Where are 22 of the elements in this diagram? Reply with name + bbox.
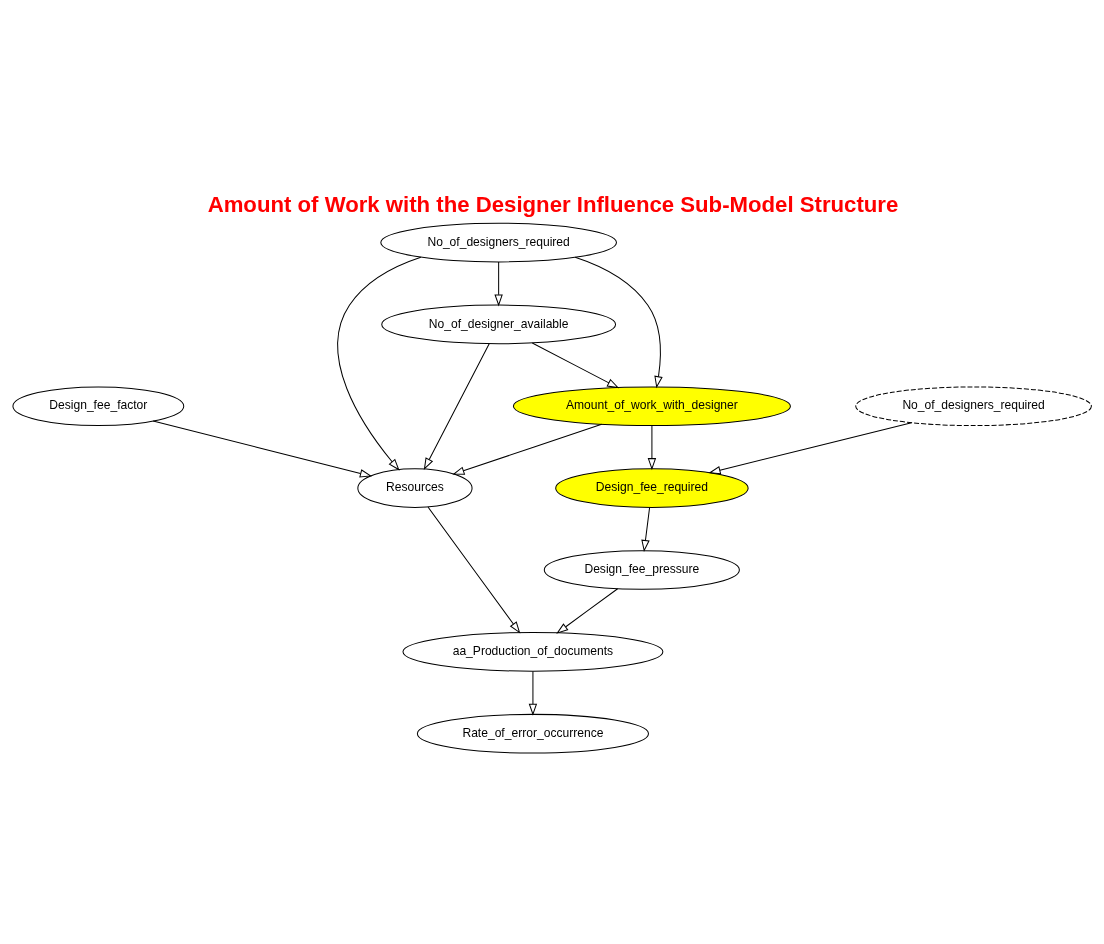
node-ellipse: Design_fee_pressure: [543, 550, 740, 590]
arrow: [337, 256, 422, 471]
arrow: [531, 342, 620, 389]
arrow: [423, 343, 490, 471]
arrow: [574, 256, 663, 389]
arrow: [427, 506, 521, 634]
arrow: [556, 588, 619, 634]
node-ellipse: No_of_designers_required: [380, 222, 617, 263]
arrow: [452, 423, 603, 475]
arrow: [641, 507, 651, 553]
node-ellipse: No_of_designer_available: [381, 304, 617, 345]
arrow: [708, 422, 913, 475]
diagram-title: Amount of Work with the Designer Influence Sub-Model Structure: [207, 191, 899, 217]
node-ellipse: Rate_of_error_occurrence: [416, 713, 649, 754]
node-ellipse: No_of_designers_required: [855, 386, 1092, 427]
node-ellipse: Design_fee_factor: [12, 386, 185, 427]
arrow: [152, 420, 373, 478]
arrow: [647, 425, 657, 471]
arrow: [528, 670, 538, 716]
node-ellipse: Amount_of_work_with_designer: [512, 386, 791, 427]
arrow: [494, 261, 503, 307]
node-ellipse: aa_Production_of_documents: [402, 632, 664, 672]
